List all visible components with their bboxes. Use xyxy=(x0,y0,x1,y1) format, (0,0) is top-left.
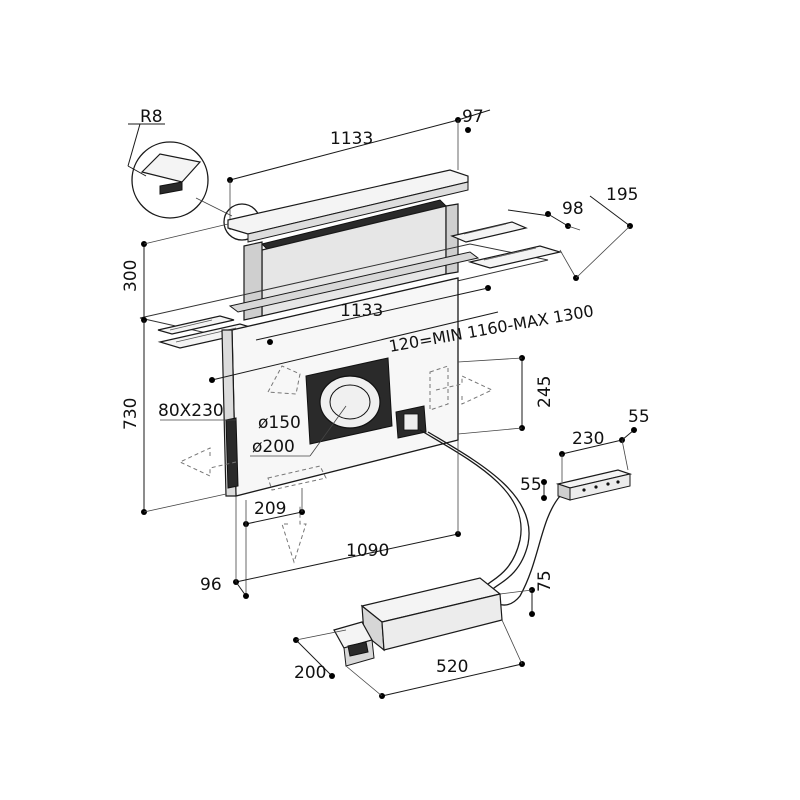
dim-96-line xyxy=(235,581,249,599)
dim-98-195-lines xyxy=(507,195,633,281)
electrical-box xyxy=(395,405,427,439)
dim-1133-mid-label: 1133 xyxy=(340,301,383,321)
dim-195-label: 195 xyxy=(606,185,638,205)
dim-diameter-leader xyxy=(250,405,347,457)
dim-245-line xyxy=(457,355,525,435)
dim-730-label: 730 xyxy=(121,398,141,430)
dim-300-label: 300 xyxy=(121,260,141,292)
dim-245-label: 245 xyxy=(535,376,555,408)
dim-55-top-label: 55 xyxy=(628,407,650,427)
dim-75-label: 75 xyxy=(535,570,555,592)
dim-97-label: 97 xyxy=(462,107,484,127)
dim-230-label: 230 xyxy=(572,429,604,449)
dim-55-left-label: 55 xyxy=(520,475,542,495)
dim-98-label: 98 xyxy=(562,199,584,219)
dim-730-line xyxy=(141,320,227,515)
control-panel xyxy=(555,469,633,501)
dim-75-line xyxy=(499,587,535,617)
dim-97-line xyxy=(457,109,491,133)
dim-1133-mid-line xyxy=(209,285,499,383)
motor-unit xyxy=(333,577,503,667)
dim-200dia-label: ø200 xyxy=(252,437,295,457)
dim-80x230-label: 80X230 xyxy=(158,401,224,421)
airflow-arrows xyxy=(178,365,494,564)
dim-1133-top-line xyxy=(227,117,461,230)
hood-top-cap xyxy=(227,169,469,251)
dim-520-line xyxy=(345,619,525,699)
dim-520-label: 520 xyxy=(436,657,468,677)
motor-plate xyxy=(305,357,393,445)
dim-209-label: 209 xyxy=(254,499,286,519)
dim-1090-label: 1090 xyxy=(346,541,389,561)
dim-230-55-lines xyxy=(541,427,637,501)
dim-96-label: 96 xyxy=(200,575,222,595)
dim-1133-top-label: 1133 xyxy=(330,129,373,149)
r8-label: R8 xyxy=(140,107,163,127)
dim-200-label: 200 xyxy=(294,663,326,683)
dim-200-line xyxy=(293,629,347,679)
dim-150-label: ø150 xyxy=(258,413,301,433)
